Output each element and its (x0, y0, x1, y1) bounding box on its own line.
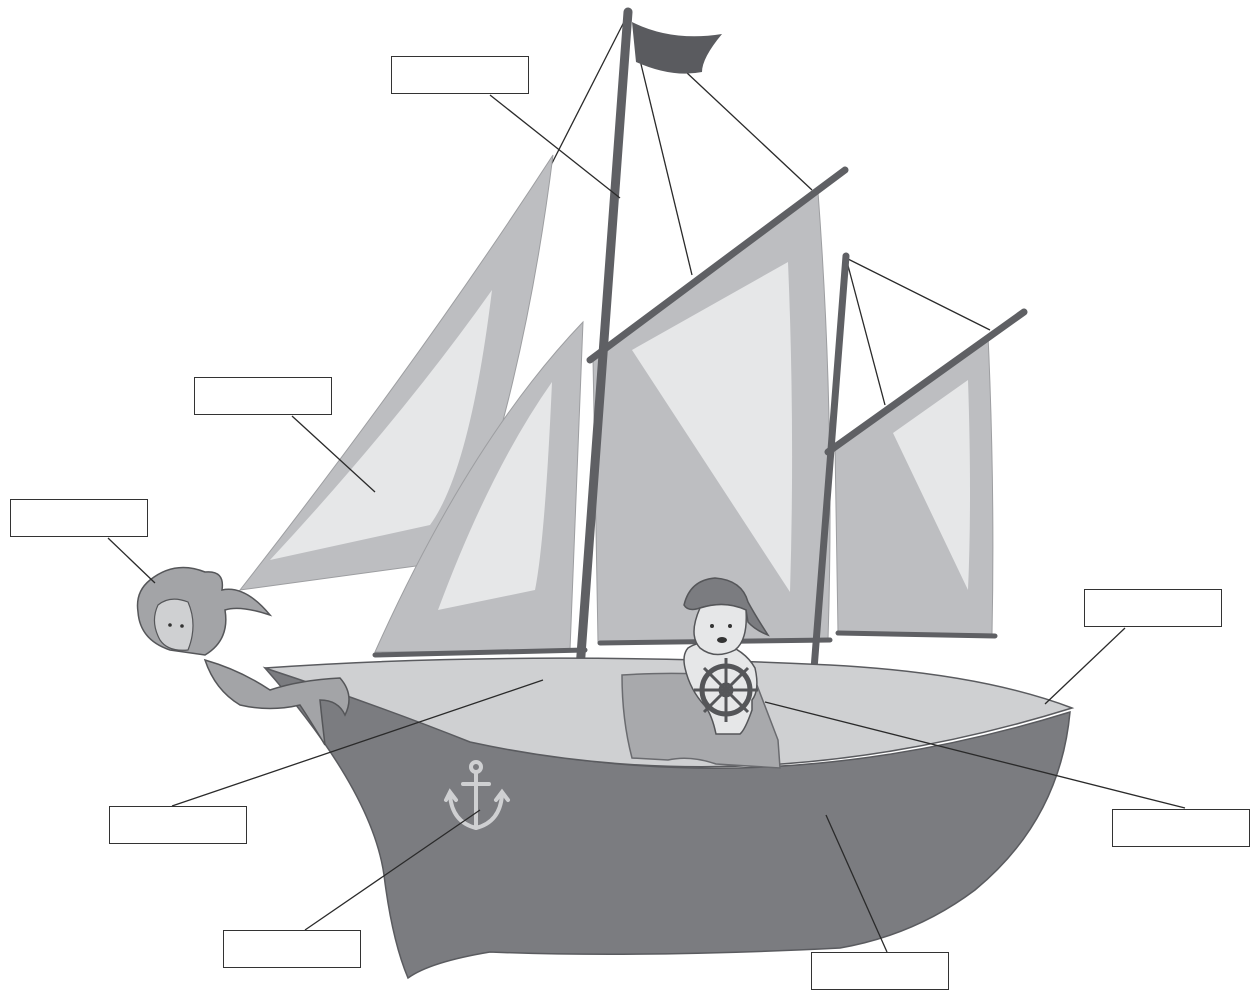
label-box-jib-sail[interactable] (194, 377, 332, 415)
fore-staysail (374, 320, 584, 653)
label-box-figurehead[interactable] (10, 499, 148, 537)
label-box-hull[interactable] (811, 952, 949, 990)
leader-lines (107, 94, 1186, 953)
mizzen-sail (834, 334, 994, 635)
masts (573, 7, 850, 701)
label-box-mast[interactable] (391, 56, 529, 94)
ships-wheel (694, 658, 758, 722)
anchor (444, 760, 510, 831)
spars (372, 166, 1028, 658)
label-box-anchor[interactable] (223, 930, 361, 968)
label-box-stern[interactable] (1084, 589, 1222, 627)
figurehead (136, 566, 350, 746)
label-box-deck[interactable] (109, 806, 247, 844)
main-sail (592, 191, 831, 643)
flag (632, 22, 722, 74)
label-box-ships-wheel[interactable] (1112, 809, 1250, 847)
